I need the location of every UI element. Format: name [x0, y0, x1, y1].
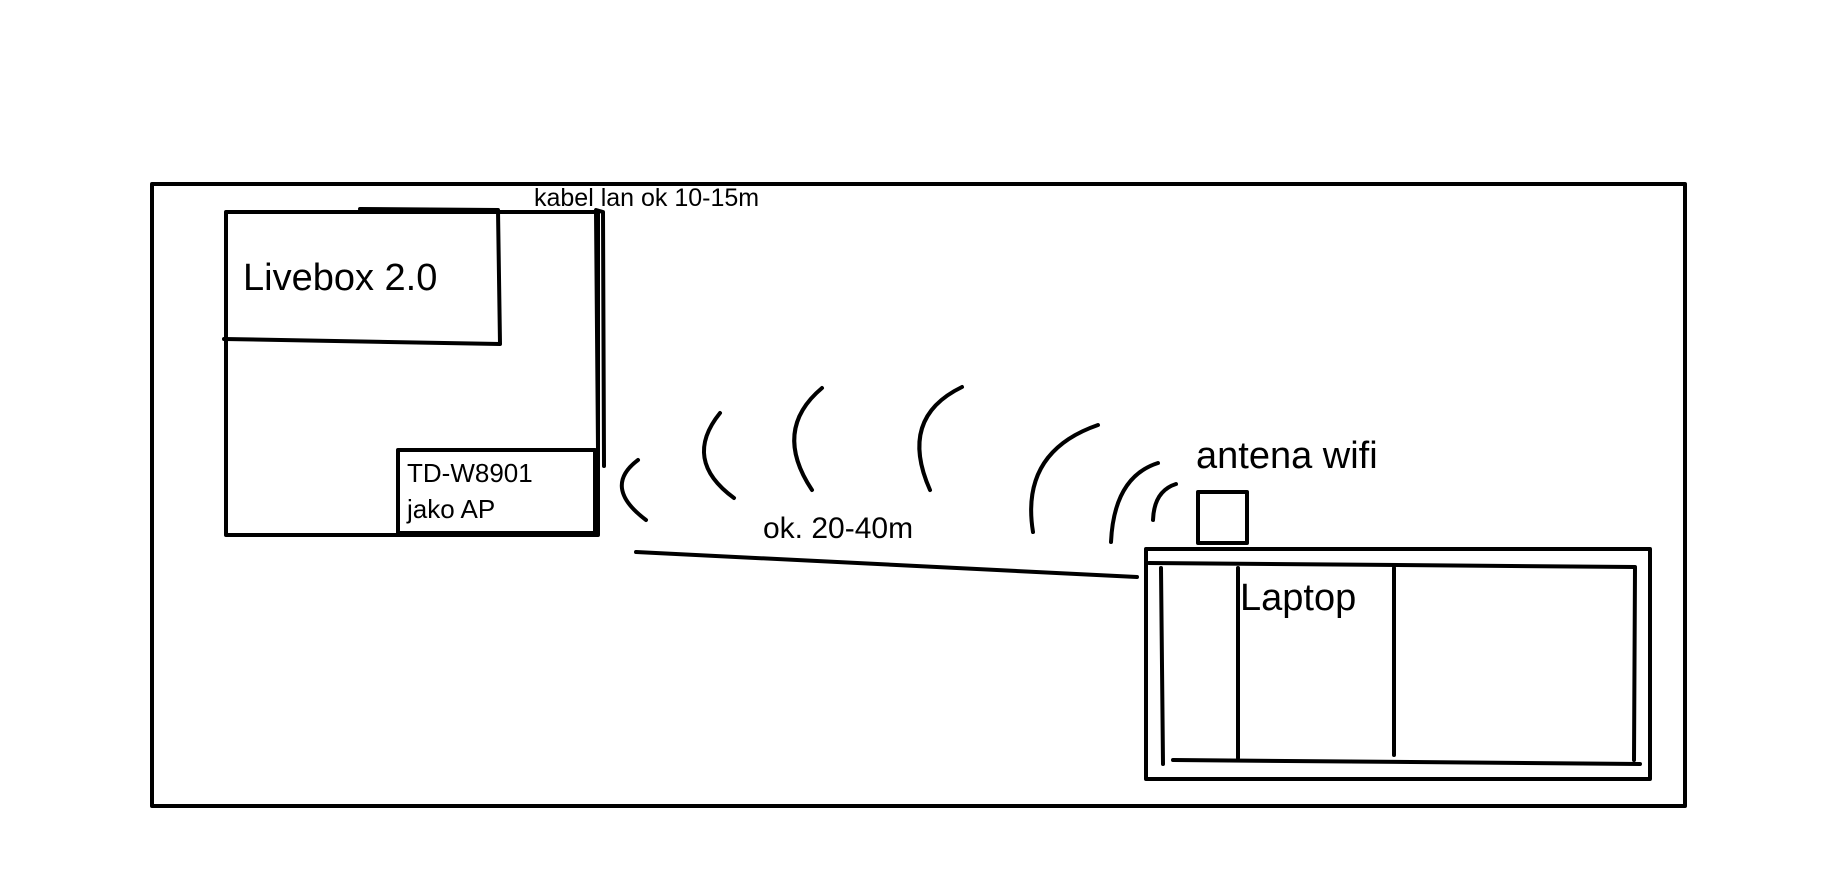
wifi-wave	[702, 411, 736, 500]
wifi-wave	[1151, 482, 1178, 522]
wifi-antenna: antena wifi	[1196, 435, 1378, 545]
wifi-wave	[620, 458, 648, 522]
lan-cable-line-2	[588, 210, 600, 452]
laptop: Laptop	[1144, 547, 1652, 781]
wifi-waves	[620, 385, 1178, 544]
antenna-box	[1196, 490, 1249, 545]
livebox-label: Livebox 2.0	[243, 257, 437, 299]
livebox-inner-box	[222, 207, 502, 346]
access-point-box	[396, 448, 597, 535]
laptop-inner-outline	[1147, 561, 1642, 766]
lan-cable-label: kabel lan ok 10-15m	[534, 184, 759, 212]
access-point-model: TD-W8901	[407, 458, 533, 488]
access-point-mode: jako AP	[406, 494, 495, 524]
distance-label: ok. 20-40m	[763, 512, 913, 545]
laptop-outer-box	[1144, 547, 1652, 781]
room-outline	[150, 182, 1687, 808]
wifi-wave	[917, 385, 964, 492]
distance-indicator: ok. 20-40m	[634, 512, 1139, 579]
wifi-wave	[792, 386, 824, 492]
lan-cable-line	[594, 208, 606, 468]
wifi-wave	[1029, 423, 1100, 534]
access-point: TD-W8901 jako AP	[396, 448, 597, 535]
antenna-label: antena wifi	[1196, 435, 1378, 477]
distance-line	[634, 550, 1139, 579]
lan-cable: kabel lan ok 10-15m	[534, 184, 759, 468]
laptop-label: Laptop	[1240, 577, 1356, 619]
wifi-wave	[1109, 461, 1160, 544]
